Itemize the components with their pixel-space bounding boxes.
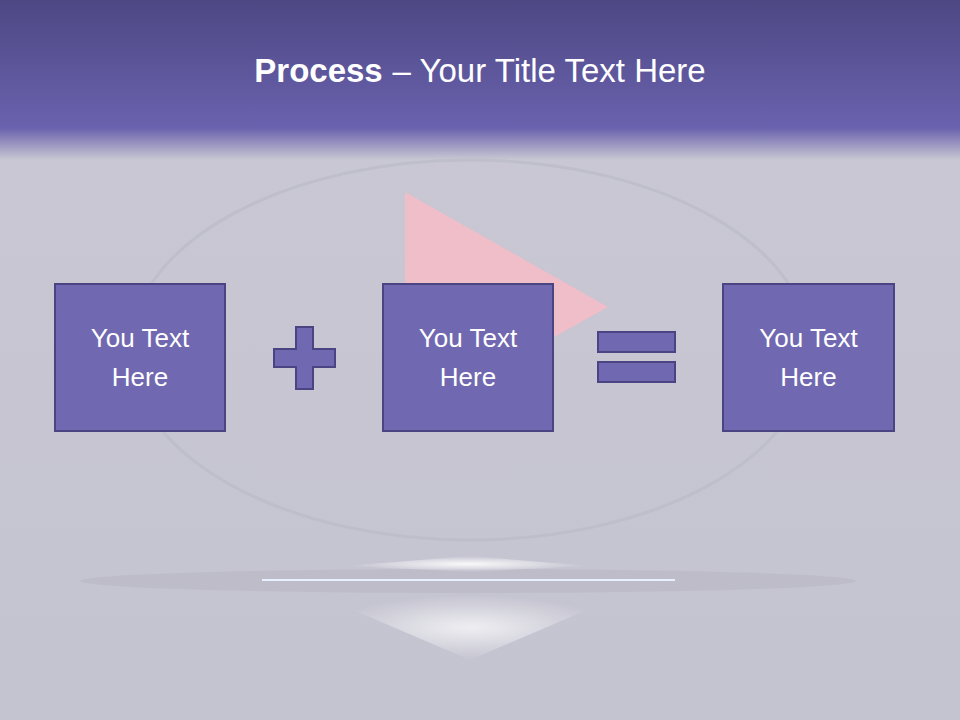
process-box: You Text Here	[54, 283, 226, 432]
slide-title: Process	[254, 52, 382, 89]
title-text: – Your Title Text Here	[393, 52, 706, 89]
plus-symbol	[274, 327, 335, 389]
process-box: You Text Here	[722, 283, 895, 432]
reflection	[345, 556, 590, 572]
sphere-outline	[130, 160, 810, 540]
reflection	[330, 595, 610, 660]
header-band	[0, 0, 960, 160]
equals-symbol	[598, 332, 675, 352]
title-row: Process – Your Title Text Here	[0, 52, 960, 90]
box-text: You Text Here	[386, 319, 550, 397]
reflection-line	[262, 579, 675, 581]
floor-shadow	[80, 569, 856, 593]
box-text: You Text Here	[726, 319, 891, 397]
process-box: You Text Here	[382, 283, 554, 432]
equals-symbol	[598, 362, 675, 382]
box-text: You Text Here	[58, 319, 222, 397]
